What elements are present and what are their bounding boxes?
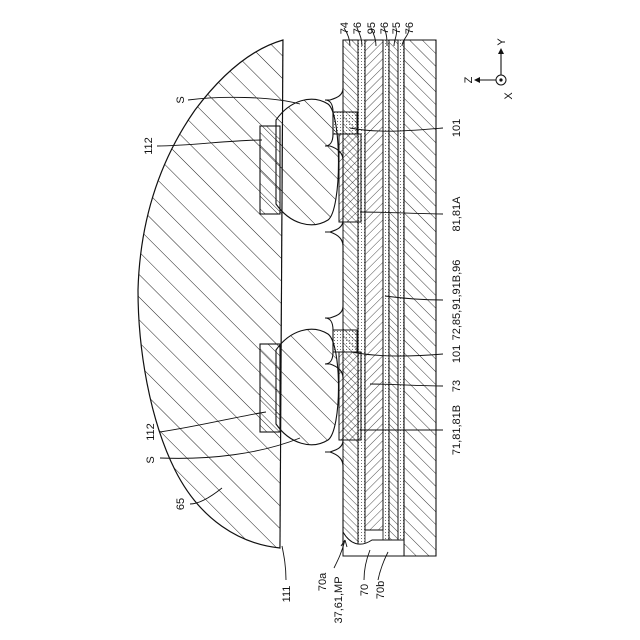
label-75: 75 [391,22,403,34]
solder-bump-bottom [276,329,339,445]
label-s-top: S [175,96,187,103]
chip-pad-112-top [260,126,280,214]
label-70: 70 [359,584,371,596]
electrode-81A [339,134,361,222]
axis-z-label: Z [463,76,475,83]
label-76c: 76 [404,22,416,34]
label-71: 71,81,81B [451,405,463,455]
label-101-bottom: 101 [451,345,463,363]
label-112-top: 112 [143,137,155,155]
electrode-81B [339,352,361,440]
label-74: 74 [339,22,351,34]
solder-bump-top [276,99,339,225]
label-70a: 70a [317,572,329,591]
label-76a: 76 [352,22,364,34]
label-37: 37,61,MP [333,576,345,623]
label-70b: 70b [375,581,387,599]
label-65: 65 [175,498,187,510]
label-101-top: 101 [451,119,463,137]
label-111: 111 [281,586,293,603]
label-95: 95 [366,22,378,34]
label-81A: 81,81A [451,196,463,232]
mold-resin-65 [138,40,283,548]
chip-pad-112-bottom [260,344,280,432]
label-s-bottom: S [145,456,157,463]
label-72: 72,85,91,91B,96 [451,260,463,341]
label-73: 73 [451,380,463,392]
axis-y-label: Y [496,38,508,46]
axis-x-label: X [503,92,515,100]
label-76b: 76 [379,22,391,34]
axis-indicator [474,48,506,85]
label-112-bottom: 112 [145,423,157,441]
